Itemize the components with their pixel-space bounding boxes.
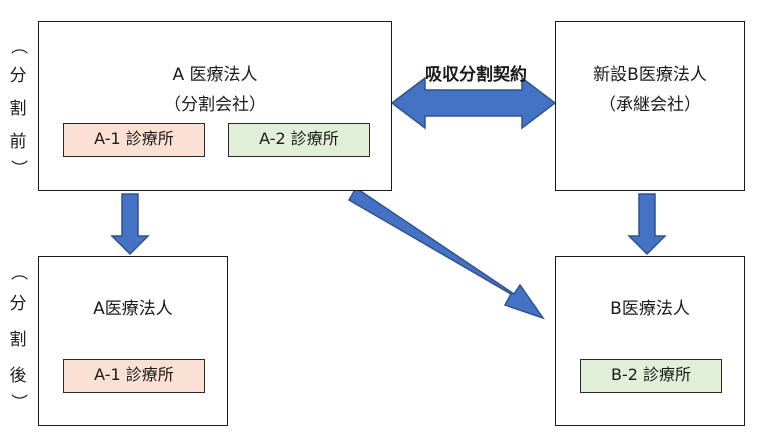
after-char-2: 割 (9, 330, 27, 350)
b-corp-new-role: （承継会社） (599, 95, 701, 115)
after-division-label: （ 分 割 後 ） (6, 258, 30, 411)
clinic-a1-before: A-1 診療所 (63, 123, 205, 157)
before-char-3: 前 (9, 132, 27, 152)
clinic-a2-before: A-2 診療所 (228, 123, 370, 157)
after-char-1: 分 (9, 294, 27, 314)
box-b-corp-after: B医療法人 B-2 診療所 (555, 256, 745, 426)
box-a-corp-after: A医療法人 A-1 診療所 (38, 256, 228, 426)
after-char-3: 後 (9, 366, 27, 386)
a-corp-after-name: A医療法人 (93, 299, 173, 319)
before-division-label: （ 分 割 前 ） (6, 36, 30, 177)
b-corp-new-name: 新設B医療法人 (593, 65, 707, 85)
box-a-corp-before: A 医療法人 （分割会社） A-1 診療所 A-2 診療所 (38, 21, 392, 191)
down-arrow-right (627, 193, 667, 256)
clinic-a1-after: A-1 診療所 (63, 359, 205, 393)
before-char-1: 分 (9, 66, 27, 86)
box-b-corp-new: 新設B医療法人 （承継会社） (555, 21, 745, 191)
down-arrow-left (110, 193, 150, 256)
absorption-split-contract-label: 吸収分割契約 (425, 65, 527, 85)
a-corp-role: （分割会社） (164, 95, 266, 115)
b-corp-after-name: B医療法人 (610, 299, 690, 319)
contract-double-arrow (390, 76, 557, 130)
a-corp-name: A 医療法人 (172, 65, 258, 85)
diagonal-transfer-arrow (347, 186, 545, 320)
before-char-2: 割 (9, 99, 27, 119)
clinic-b2-after: B-2 診療所 (580, 359, 722, 393)
